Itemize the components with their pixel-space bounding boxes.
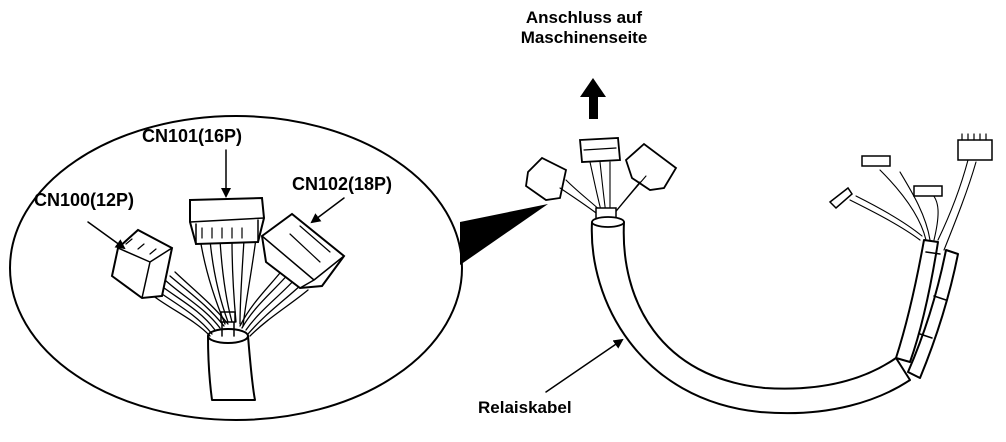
machine-side-arrow — [580, 78, 606, 119]
cn101-label: CN101(16P) — [142, 126, 243, 146]
cn102-label: CN102(18P) — [292, 174, 393, 194]
cn100-leader — [87, 221, 126, 250]
relay-cable-leader — [545, 338, 624, 393]
machine-side-label: Anschluss auf Maschinenseite — [496, 8, 672, 49]
detail-cable-sleeve — [207, 311, 256, 401]
harness-overview — [525, 78, 993, 415]
machine-side-label-line1: Anschluss auf — [525, 8, 643, 27]
cn101-connector — [189, 196, 266, 246]
detail-callout — [9, 115, 548, 421]
overview-right-branches — [828, 133, 993, 379]
detail-ellipse — [9, 115, 463, 421]
cn100-label: CN100(12P) — [34, 190, 135, 210]
machine-side-label-line2: Maschinenseite — [520, 28, 648, 48]
relay-cable-label: Relaiskabel — [478, 398, 572, 417]
relay-cable — [590, 216, 911, 415]
overview-top-connectors — [525, 137, 678, 221]
cn100-connector — [110, 228, 174, 300]
cn102-connector — [260, 212, 346, 290]
zoom-pointer-triangle — [460, 204, 548, 265]
cn102-leader — [310, 197, 345, 224]
